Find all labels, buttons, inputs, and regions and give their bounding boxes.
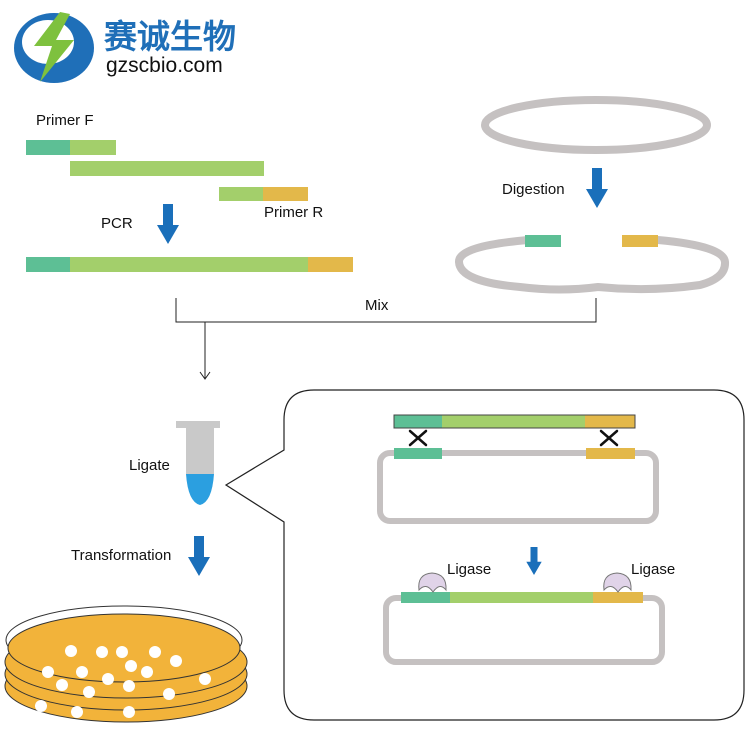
insert-right-overlap: [585, 415, 635, 428]
transformation-step: Transformation: [71, 536, 210, 576]
mix-label: Mix: [365, 297, 389, 314]
ligate-step: Ligate: [129, 421, 220, 505]
bolt-swirl-logo-icon: [14, 12, 94, 83]
linearized-vector: [455, 236, 729, 294]
brand-name-cn: 赛诚生物: [104, 17, 236, 56]
bacterial-colonies: [35, 645, 211, 718]
left-cross-mark-icon: [408, 429, 428, 447]
product-left-junction: [401, 592, 450, 603]
pcr-product-left-overlap: [26, 257, 70, 272]
digestion-label: Digestion: [502, 181, 565, 198]
left-ligase-enzyme-icon: [418, 572, 447, 593]
transformation-label: Transformation: [71, 547, 171, 564]
insert-body: [442, 415, 585, 428]
vector-left-end: [525, 235, 561, 247]
transformation-down-arrow-icon: [188, 536, 210, 576]
insert-left-overlap: [394, 415, 442, 428]
product-insert: [450, 592, 593, 603]
right-cross-mark-icon: [599, 429, 619, 447]
upper-vector-loop: [377, 450, 659, 524]
brand-domain: gzscbio.com: [106, 54, 223, 77]
primer-r-annealing: [219, 187, 263, 201]
digestion-down-arrow-icon: [586, 168, 608, 208]
primer-r-label: Primer R: [264, 204, 323, 221]
upper-vector-right-end: [586, 448, 635, 459]
primer-r-overhang: [263, 187, 308, 201]
microcentrifuge-tube-icon: [176, 421, 220, 505]
ligation-detail-callout: Ligase Ligase: [224, 389, 745, 721]
brand-logo: 赛诚生物 gzscbio.com: [14, 12, 236, 83]
vector-right-end: [622, 235, 658, 247]
pcr-label: PCR: [101, 215, 133, 232]
upper-vector-left-end: [394, 448, 442, 459]
petri-dish-icon: [4, 605, 248, 723]
right-ligase-enzyme-icon: [603, 572, 632, 593]
primer-f-annealing: [70, 140, 116, 155]
pcr-product-right-overlap: [308, 257, 353, 272]
mix-connector: Mix: [175, 297, 597, 380]
ligase-left-label: Ligase: [447, 561, 491, 578]
ligate-label: Ligate: [129, 457, 170, 474]
pcr-product-insert: [70, 257, 308, 272]
mix-arrowhead-icon: [199, 371, 211, 380]
ligase-right-label: Ligase: [631, 561, 675, 578]
primer-f-overhang: [26, 140, 70, 155]
digestion-section: Digestion: [455, 96, 729, 294]
template-insert: [70, 161, 264, 176]
pcr-down-arrow-icon: [157, 204, 179, 244]
pcr-section: Primer F Primer R PCR: [26, 112, 353, 272]
primer-f-label: Primer F: [36, 112, 94, 129]
product-right-junction: [593, 592, 643, 603]
circular-plasmid: [481, 96, 711, 154]
